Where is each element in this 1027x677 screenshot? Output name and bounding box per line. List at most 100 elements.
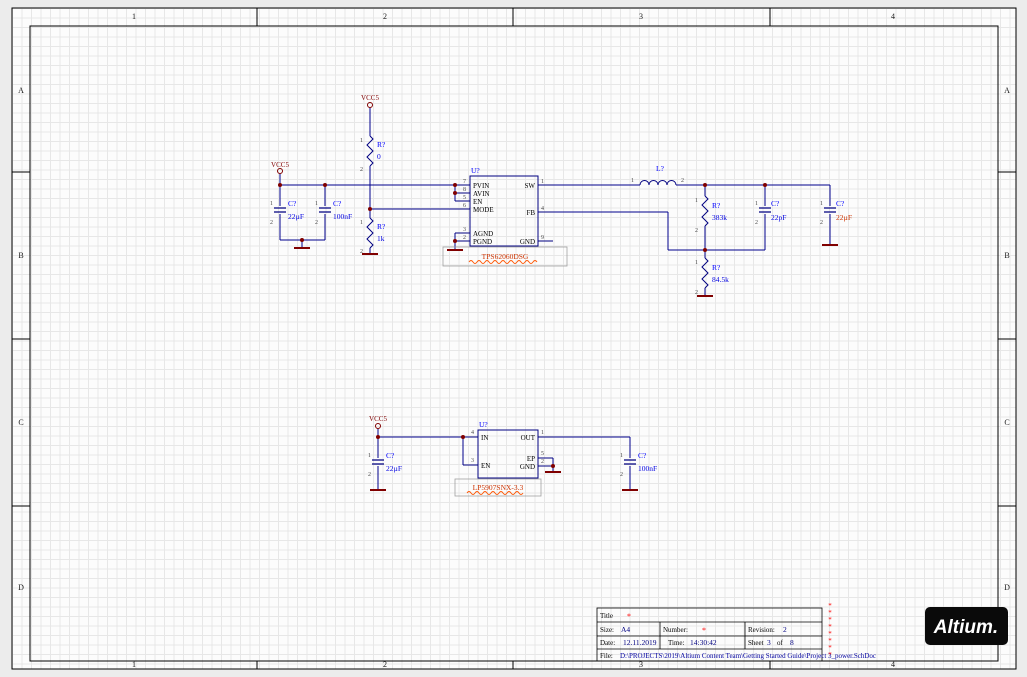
pin-number: 4 — [471, 430, 474, 436]
pin-name: AGND — [473, 230, 493, 238]
designator: L? — [656, 164, 665, 173]
capacitor-input-1[interactable]: C? 22µF 1 2 — [270, 199, 304, 226]
pin-name: EP — [527, 455, 535, 463]
pin-number: 1 — [315, 201, 318, 207]
pin-number: 3 — [463, 227, 466, 233]
zone-label: B — [18, 251, 23, 260]
zone-ticks — [12, 8, 1016, 669]
cap-plates — [372, 459, 384, 465]
resistor-body — [701, 257, 709, 289]
size-label: Size: — [600, 626, 614, 634]
designator: R? — [377, 140, 386, 149]
cap-plates — [759, 207, 771, 213]
designator: C? — [638, 451, 647, 460]
pin-name: PVIN — [473, 182, 489, 190]
vcc5-circle — [375, 423, 381, 429]
resistor-body — [701, 195, 709, 227]
error-squiggle — [468, 260, 538, 264]
pin-number: 7 — [463, 179, 466, 185]
designator: R? — [712, 201, 721, 210]
vcc5-power-port[interactable]: VCC5 — [361, 94, 379, 108]
resistor-feedback-top[interactable]: R? 383k 1 2 — [695, 195, 727, 234]
chip-body — [477, 429, 539, 479]
zone-label: 4 — [891, 660, 895, 669]
pin-number: 2 — [315, 220, 318, 226]
revision-value: 2 — [783, 625, 787, 634]
sheet-border: 1 2 3 4 1 2 3 4 A B C D A B C D — [11, 7, 1017, 670]
zone-label: 3 — [639, 12, 643, 21]
wire[interactable] — [279, 108, 831, 296]
junction-dot — [376, 435, 380, 439]
designator: C? — [771, 199, 780, 208]
size-value: A4 — [621, 625, 630, 634]
inductor[interactable]: L? 1 2 — [631, 164, 684, 186]
junction-dot — [323, 183, 327, 187]
pin-number: 1 — [541, 179, 544, 185]
value: 22µF — [386, 464, 402, 473]
sheet-grid — [12, 8, 1016, 669]
placeholder-asterisk: * — [828, 644, 832, 652]
pin-number: 2 — [360, 249, 363, 255]
vcc5-label: VCC5 — [369, 415, 387, 423]
designator: R? — [377, 222, 386, 231]
junction-dots — [376, 435, 555, 468]
junction-dot — [453, 191, 457, 195]
ic-buck-regulator[interactable]: U? PVIN AVIN EN MODE AGND PGND SW FB GND… — [442, 166, 568, 267]
gnd-power-port[interactable] — [294, 244, 838, 297]
zone-label: C — [18, 418, 23, 427]
zone-label: 2 — [383, 660, 387, 669]
pin-name: FB — [526, 209, 535, 217]
pin-number: 1 — [820, 201, 823, 207]
pin-number: 5 — [541, 451, 544, 457]
pin-number: 1 — [695, 198, 698, 204]
file-label: File: — [600, 652, 613, 660]
buck-converter-circuit: VCC5 VCC5 C? 22µF 1 2 C? 100nF 1 2 — [270, 94, 852, 297]
capacitor-ldo-output[interactable]: C? 100nF 1 2 — [620, 451, 657, 478]
title-block: Title * Size: A4 Number: * Revision: 2 D… — [596, 607, 876, 662]
capacitor-input-2[interactable]: C? 100nF 1 2 — [315, 199, 352, 226]
pin-number: 9 — [541, 235, 544, 241]
junction-dot — [368, 207, 372, 211]
value: 22µF — [836, 213, 852, 222]
designator: R? — [712, 263, 721, 272]
inductor-body — [639, 180, 677, 186]
cap-plates — [319, 207, 331, 213]
pin-number: 2 — [695, 228, 698, 234]
pin-number: 8 — [463, 187, 466, 193]
pin-number: 2 — [620, 472, 623, 478]
value: 100nF — [333, 212, 352, 221]
junction-dot — [461, 435, 465, 439]
vcc5-power-port[interactable]: VCC5 — [271, 161, 289, 174]
designator: U? — [479, 420, 488, 429]
border-outer — [11, 7, 1017, 670]
pin-name: OUT — [521, 434, 536, 442]
capacitor-output[interactable]: C? 22µF 1 2 — [820, 199, 852, 226]
pin-number: 1 — [541, 430, 544, 436]
resistor-pulldown[interactable]: R? 1k 1 2 — [360, 217, 386, 255]
placeholder-asterisk: * — [828, 616, 832, 624]
junction-dot — [703, 248, 707, 252]
title-label: Title — [600, 612, 613, 620]
comment-box — [442, 246, 568, 267]
capacitor-ldo-input[interactable]: C? 22µF 1 2 — [368, 451, 402, 478]
ic-ldo-regulator[interactable]: U? IN EN OUT EP GND 4 3 1 5 2 LP5907SNX-… — [454, 420, 553, 497]
designator: U? — [471, 166, 480, 175]
pin-stub — [463, 436, 553, 467]
pin-number: 2 — [360, 167, 363, 173]
gnd-power-port[interactable] — [370, 471, 638, 491]
resistor-feedback-bottom[interactable]: R? 84.5k 1 2 — [695, 257, 729, 296]
altium-logo: Altium. — [925, 607, 1008, 645]
vcc5-power-port[interactable]: VCC5 — [369, 415, 387, 429]
pin-number: 1 — [695, 260, 698, 266]
capacitor-feedback[interactable]: C? 22pF 1 2 — [755, 199, 786, 226]
resistor-pullup[interactable]: R? 0 1 2 — [360, 135, 386, 173]
wire[interactable] — [377, 429, 631, 490]
placeholder-asterisk: * — [828, 602, 832, 610]
revision-label: Revision: — [748, 626, 775, 634]
pin-number: 1 — [631, 178, 634, 184]
pin-name: SW — [525, 182, 536, 190]
junction-dots — [278, 183, 767, 252]
pin-name: GND — [520, 463, 535, 471]
ldo-circuit: VCC5 C? 22µF 1 2 U? IN EN OUT EP GND 4 3 — [368, 415, 657, 497]
